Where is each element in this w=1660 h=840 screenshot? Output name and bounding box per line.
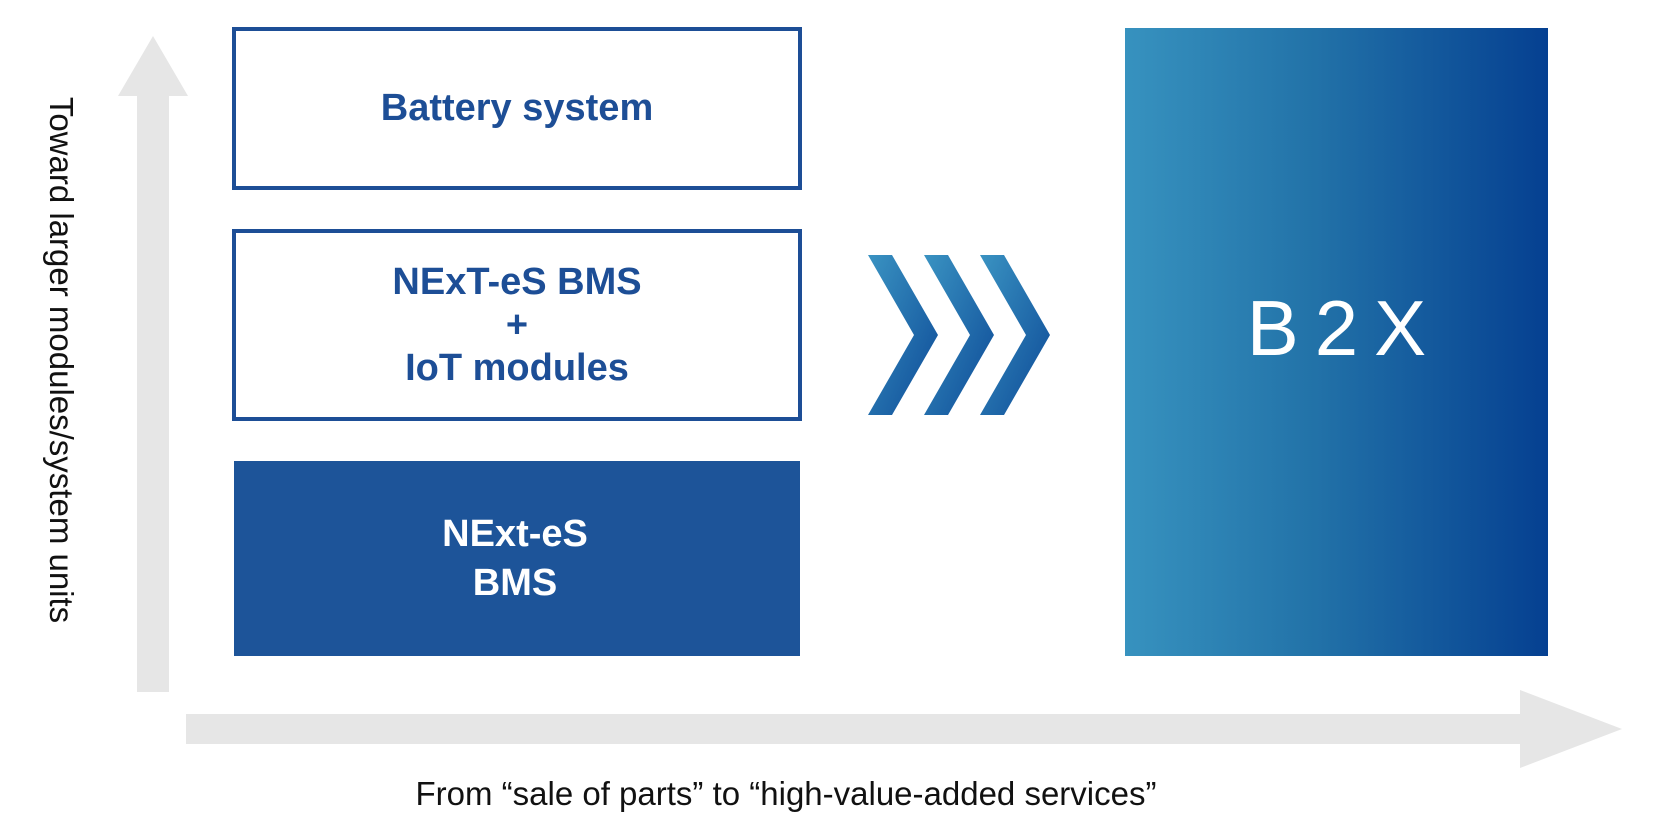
vertical-axis-arrow xyxy=(118,36,188,692)
chevron-1-icon xyxy=(868,255,938,415)
horizontal-axis-label: From “sale of parts” to “high-value-adde… xyxy=(415,775,1157,812)
next-es-bms-iot-line1: NExT-eS BMS xyxy=(392,260,642,303)
battery-system-label: Battery system xyxy=(380,87,654,129)
chevron-2-icon xyxy=(924,255,994,415)
next-es-bms-box: NExt-eS BMS xyxy=(234,461,800,656)
vertical-axis-label: Toward larger modules/system units xyxy=(43,96,80,624)
progression-chevrons-icon xyxy=(868,255,1050,415)
next-es-bms-line1: NExt-eS xyxy=(442,512,588,555)
horizontal-axis-arrow xyxy=(186,690,1622,768)
battery-system-box: Battery system xyxy=(232,27,802,190)
next-es-bms-iot-line2: + xyxy=(505,303,529,346)
b2x-label: B2X xyxy=(1246,284,1443,372)
b2x-block: B2X xyxy=(1125,28,1548,656)
chevron-3-icon xyxy=(980,255,1050,415)
next-es-bms-iot-line3: IoT modules xyxy=(405,346,629,389)
next-es-bms-iot-box: NExT-eS BMS + IoT modules xyxy=(232,229,802,421)
next-es-bms-line2: BMS xyxy=(472,561,558,604)
